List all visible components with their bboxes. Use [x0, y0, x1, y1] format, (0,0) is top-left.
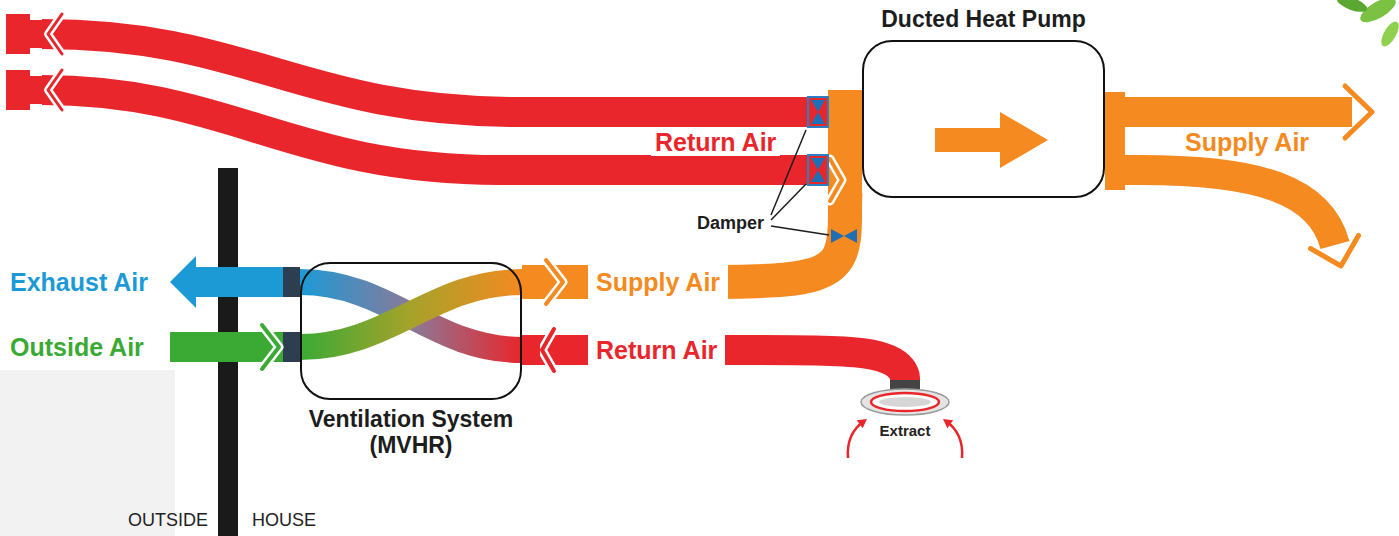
- return-grille-neck: [28, 76, 44, 104]
- part-label: Damper: [697, 213, 764, 234]
- duct-label: Supply Air: [1181, 128, 1313, 157]
- zone-label: OUTSIDE: [128, 510, 208, 531]
- damper-symbol: [811, 112, 825, 124]
- extract-flow-head: [857, 419, 867, 428]
- supply-air-duct: [1140, 97, 1352, 127]
- flow-chevron-halo: [546, 260, 563, 304]
- damper-symbol: [811, 170, 825, 182]
- supply-arrow-head: [1345, 86, 1372, 138]
- airflow-arrow: [935, 112, 1048, 168]
- port-stub: [283, 332, 300, 362]
- duct-label: Return Air: [651, 128, 780, 157]
- return-grille-box: [6, 70, 30, 110]
- unit-heading: Ventilation System (MVHR): [286, 406, 536, 459]
- flow-chevron-halo: [48, 14, 62, 54]
- leaf: [1378, 19, 1399, 49]
- zone-label: HOUSE: [252, 510, 316, 531]
- grille-core: [879, 397, 931, 407]
- outlet-plenum: [1105, 92, 1125, 190]
- return-grille-neck: [28, 20, 44, 48]
- damper-collar: [808, 97, 828, 127]
- return-air-duct: [42, 90, 810, 170]
- grille-caption: Extract: [860, 422, 950, 439]
- flow-chevron: [48, 70, 62, 110]
- flow-chevron: [48, 14, 62, 54]
- damper-symbol: [844, 229, 857, 243]
- grille-symbol: [860, 380, 950, 416]
- exhaust-arrow-head: [170, 256, 196, 308]
- supply-arrow-head: [1311, 236, 1359, 267]
- grille-ring: [871, 393, 939, 411]
- outlet-stub: [1125, 97, 1142, 127]
- damper-symbol: [811, 100, 825, 112]
- damper-symbol: [831, 229, 844, 243]
- flow-chevron: [262, 325, 279, 369]
- duct-label: Return Air: [588, 332, 725, 369]
- duct-label: Exhaust Air: [10, 268, 148, 297]
- exhaust-air-duct: [195, 267, 283, 297]
- leader-line: [771, 226, 829, 235]
- outlet-stub: [1125, 155, 1142, 185]
- fresh-airstream: [300, 282, 522, 347]
- damper-collar: [808, 155, 828, 185]
- duct-label: Supply Air: [588, 264, 728, 301]
- flow-chevron: [546, 260, 563, 304]
- extract-grille: Extract: [860, 380, 950, 416]
- duct-label: Outside Air: [10, 333, 144, 362]
- extract-flow-head: [943, 419, 953, 428]
- damper-symbol: [811, 158, 825, 170]
- leaf: [1335, 0, 1369, 15]
- unit-heading: Ducted Heat Pump: [854, 6, 1114, 32]
- mvhr-unit: Ventilation System (MVHR): [300, 262, 522, 400]
- port-stub: [283, 267, 300, 297]
- port-stub: [522, 265, 540, 299]
- supply-air-duct: [1140, 170, 1335, 245]
- return-grille-box: [6, 14, 30, 54]
- flow-chevron-halo: [48, 70, 62, 110]
- leader-line: [771, 184, 806, 220]
- exhaust-airstream: [300, 282, 522, 350]
- heat-pump-unit: Ducted Heat Pump: [862, 40, 1105, 198]
- port-stub: [522, 335, 540, 365]
- flow-chevron-halo: [262, 325, 279, 369]
- grille-rim: [861, 389, 949, 415]
